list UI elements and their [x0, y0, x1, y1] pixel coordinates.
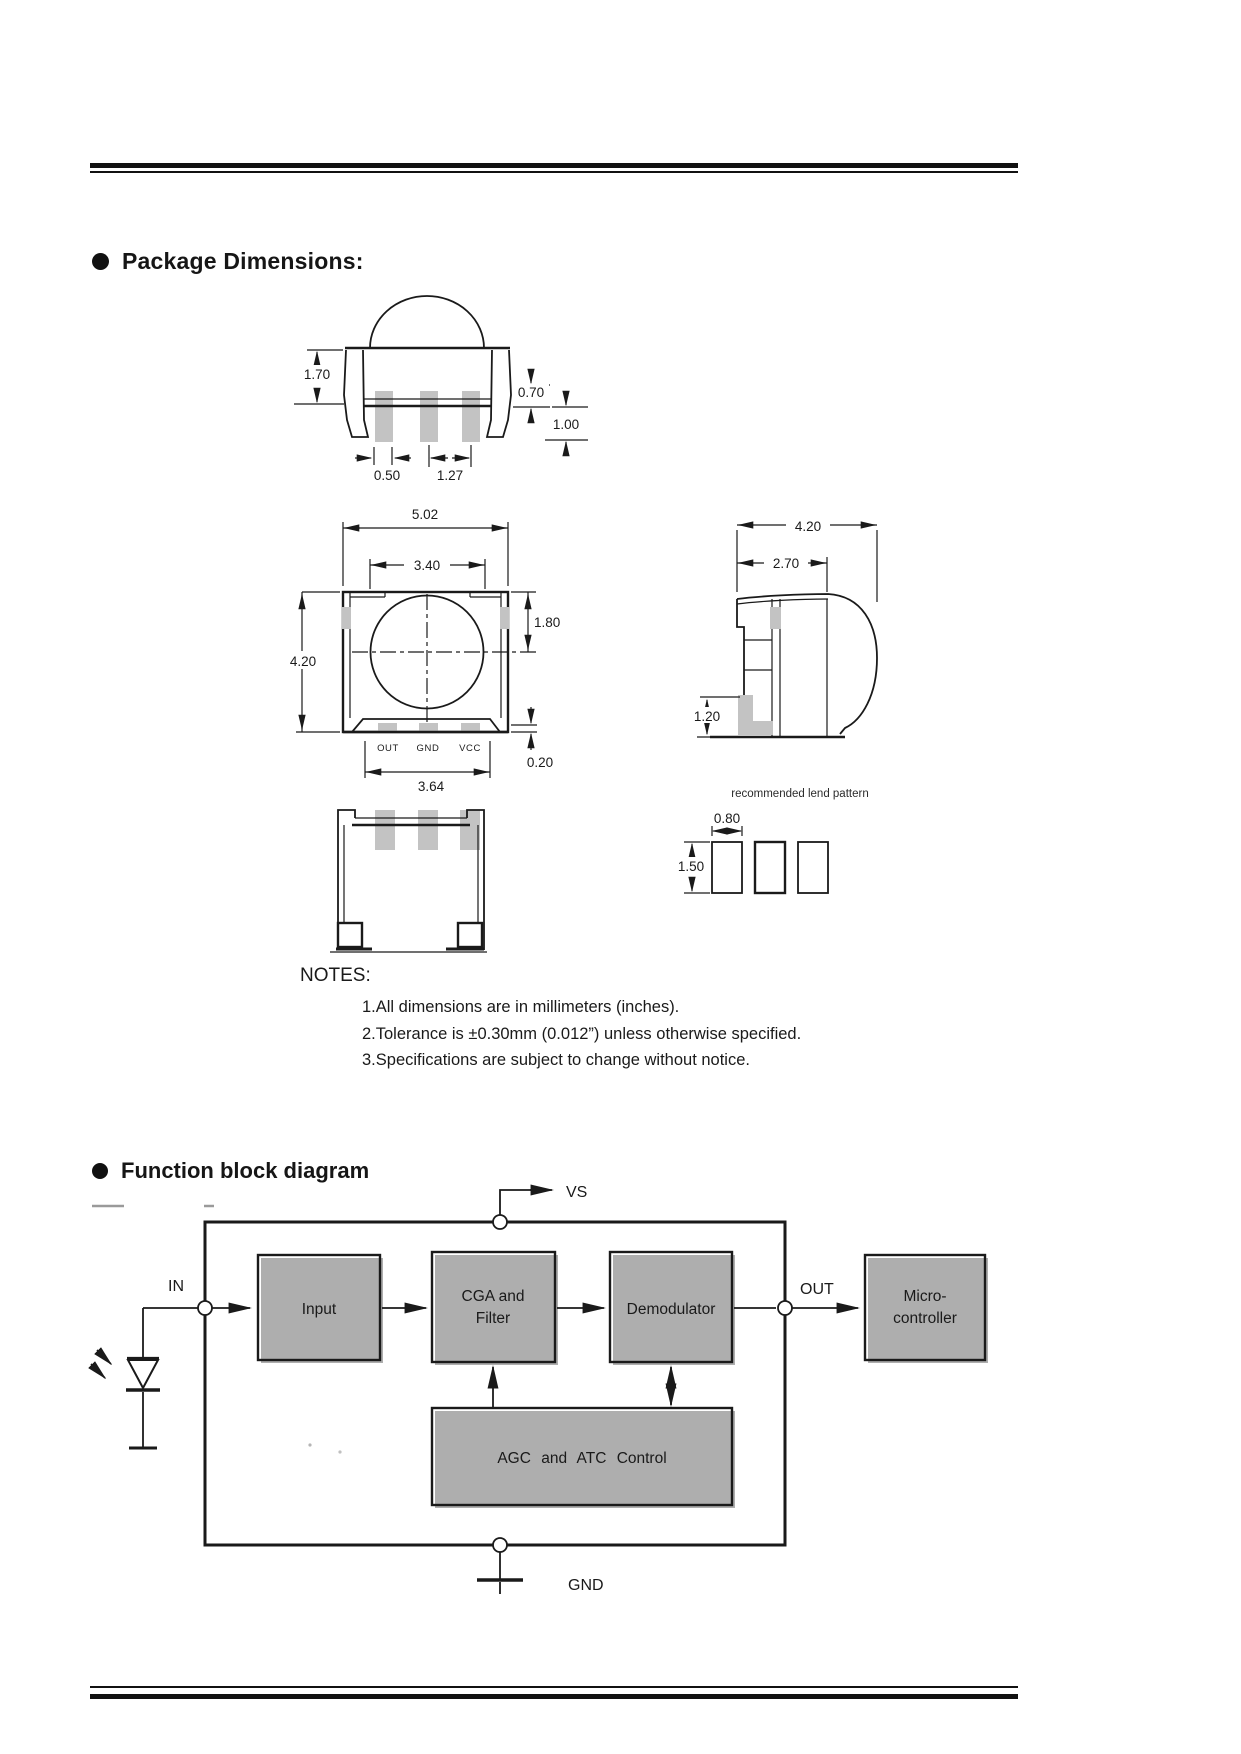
pin-label-gnd: GND — [417, 743, 440, 754]
agc-atc-label: AGC and ATC Control — [497, 1450, 666, 1467]
pin-label-out: OUT — [377, 743, 399, 754]
land-pattern: recommended lend pattern 0.80 1.50 — [671, 788, 869, 895]
dim-side-body-depth: 2.70 — [773, 556, 799, 571]
cga-filter-block — [430, 1250, 557, 1364]
pin-label-vcc: VCC — [459, 743, 481, 754]
input-block-label: Input — [302, 1301, 337, 1318]
dim-front-lens-diameter: 3.40 — [414, 558, 440, 573]
bullet-icon — [92, 253, 109, 270]
notes-title: NOTES: — [300, 965, 371, 986]
package-dimensions-heading: Package Dimensions: — [92, 248, 364, 275]
note-item-2: 2.Tolerance is ±0.30mm (0.012”) unless o… — [362, 1024, 802, 1043]
dim-top-lead-pitch: 1.27 — [437, 468, 463, 483]
dim-front-overall-width: 5.02 — [412, 507, 438, 522]
package-bottom-view — [330, 809, 487, 953]
demodulator-label: Demodulator — [627, 1301, 716, 1318]
agc-atc-block — [430, 1406, 734, 1507]
ground-symbol-icon — [477, 1552, 523, 1594]
dim-top-lead-width: 0.50 — [374, 468, 400, 483]
top-rule-thin — [90, 171, 1018, 173]
dim-land-pad-width: 0.80 — [714, 811, 740, 826]
top-rule-thick — [90, 163, 1018, 168]
dim-front-overall-height: 4.20 — [290, 654, 316, 669]
function-block-heading: Function block diagram — [92, 1158, 369, 1184]
in-label: IN — [168, 1278, 184, 1295]
microcontroller-label-line2: controller — [893, 1310, 957, 1327]
vs-label: VS — [566, 1184, 587, 1201]
dim-land-pad-height: 1.50 — [678, 859, 704, 874]
dim-top-lead-length: 1.00 — [553, 417, 579, 432]
gnd-label: GND — [568, 1577, 604, 1594]
package-side-view: 4.20 2.70 1.20 — [688, 517, 878, 739]
out-label: OUT — [800, 1281, 834, 1298]
dim-front-standoff: 0.20 — [527, 755, 553, 770]
note-item-3: 3.Specifications are subject to change w… — [362, 1051, 750, 1069]
out-terminal-node — [777, 1300, 793, 1316]
land-pattern-caption: recommended lend pattern — [731, 788, 868, 800]
dim-front-lens-center: 1.80 — [534, 615, 560, 630]
dim-top-base-height: 0.70 — [518, 385, 544, 400]
gnd-terminal-node — [492, 1537, 508, 1553]
bottom-rule-thick — [90, 1694, 1018, 1699]
dim-front-lead-span: 3.64 — [418, 779, 445, 794]
dim-side-lead-height: 1.20 — [694, 709, 720, 724]
cga-filter-label-line1: CGA and — [462, 1288, 525, 1305]
package-dimensions-title: Package Dimensions: — [122, 248, 364, 274]
function-block-title: Function block diagram — [121, 1158, 370, 1183]
package-top-side-view: 1.70 0.70 1.00 0.50 1.27 — [294, 295, 588, 483]
demodulator-block — [608, 1250, 734, 1364]
vs-terminal-node — [492, 1214, 508, 1230]
photodiode-icon — [88, 1308, 160, 1450]
microcontroller-label-line1: Micro- — [903, 1288, 946, 1305]
cga-filter-label-line2: Filter — [476, 1310, 510, 1327]
microcontroller-block — [863, 1253, 987, 1362]
in-terminal-node — [197, 1300, 213, 1316]
bullet-icon — [92, 1163, 108, 1179]
package-front-view: OUT GND VCC 5.02 3.40 4.20 1.80 0.20 — [283, 507, 560, 794]
function-block-diagram: VS IN Input CGA and Filter Demodulator — [88, 1184, 988, 1594]
notes-list: 1.All dimensions are in millimeters (inc… — [362, 994, 801, 1074]
dim-top-body-height: 1.70 — [304, 367, 330, 382]
bottom-rule-thin — [90, 1686, 1018, 1688]
note-item-1: 1.All dimensions are in millimeters (inc… — [362, 998, 680, 1016]
dim-side-overall-depth: 4.20 — [795, 519, 821, 534]
input-block — [256, 1253, 382, 1362]
